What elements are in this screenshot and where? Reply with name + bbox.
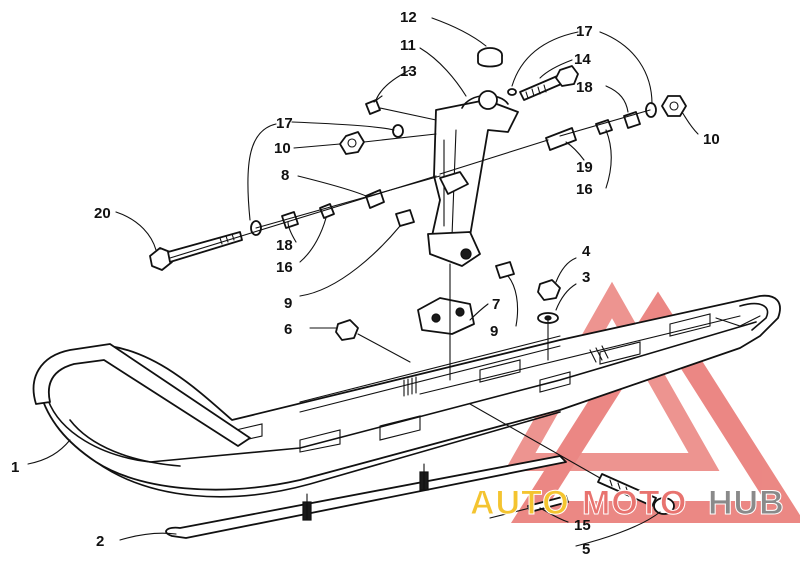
cap [477, 47, 503, 68]
callout-10-left: 10 [274, 140, 291, 157]
callout-1: 1 [11, 459, 19, 476]
bolt-13 [365, 95, 383, 115]
callout-9-right: 9 [490, 323, 498, 340]
watermark-text: AUTO MOTO HUB [470, 484, 785, 523]
callout-9-left: 9 [284, 295, 292, 312]
callout-4: 4 [582, 243, 591, 260]
bracket-7 [417, 297, 475, 335]
watermark-moto: MOTO [582, 484, 687, 522]
callout-17-right: 17 [576, 23, 593, 40]
wear-bar [165, 455, 567, 539]
nut-4-washer-3 [537, 279, 561, 324]
bolt-14 [519, 65, 579, 101]
leader-lines [169, 107, 651, 519]
watermark-auto: AUTO [470, 484, 570, 522]
callout-10-right: 10 [703, 131, 720, 148]
callout-16-right: 16 [576, 181, 593, 198]
callout-labels: 1 2 3 4 5 6 7 8 9 9 10 10 11 12 13 14 15… [11, 9, 720, 558]
callout-14: 14 [574, 51, 591, 68]
callout-3: 3 [582, 269, 590, 286]
bushings-9 [395, 209, 515, 279]
callout-15: 15 [574, 517, 591, 534]
callout-13: 13 [400, 63, 417, 80]
callout-leaders [27, 17, 699, 547]
nut-6 [335, 319, 359, 341]
spindle-leg [427, 90, 519, 267]
callout-2: 2 [96, 533, 104, 550]
callout-17-left: 17 [276, 115, 293, 132]
watermark-hub: HUB [708, 484, 785, 522]
callout-8: 8 [281, 167, 289, 184]
bolt-5 [597, 473, 675, 515]
callout-5: 5 [582, 541, 590, 558]
callout-18-right: 18 [576, 79, 593, 96]
callout-12: 12 [400, 9, 417, 26]
ski-loop-handle [32, 343, 251, 447]
callout-6: 6 [284, 321, 292, 338]
right-hardware [507, 88, 687, 151]
callout-16-left: 16 [276, 259, 293, 276]
callout-19: 19 [576, 159, 593, 176]
callout-11: 11 [400, 37, 416, 54]
callout-20: 20 [94, 205, 111, 222]
callout-18-left: 18 [276, 237, 293, 254]
bolt-15 [527, 495, 569, 513]
callout-7: 7 [492, 296, 500, 313]
